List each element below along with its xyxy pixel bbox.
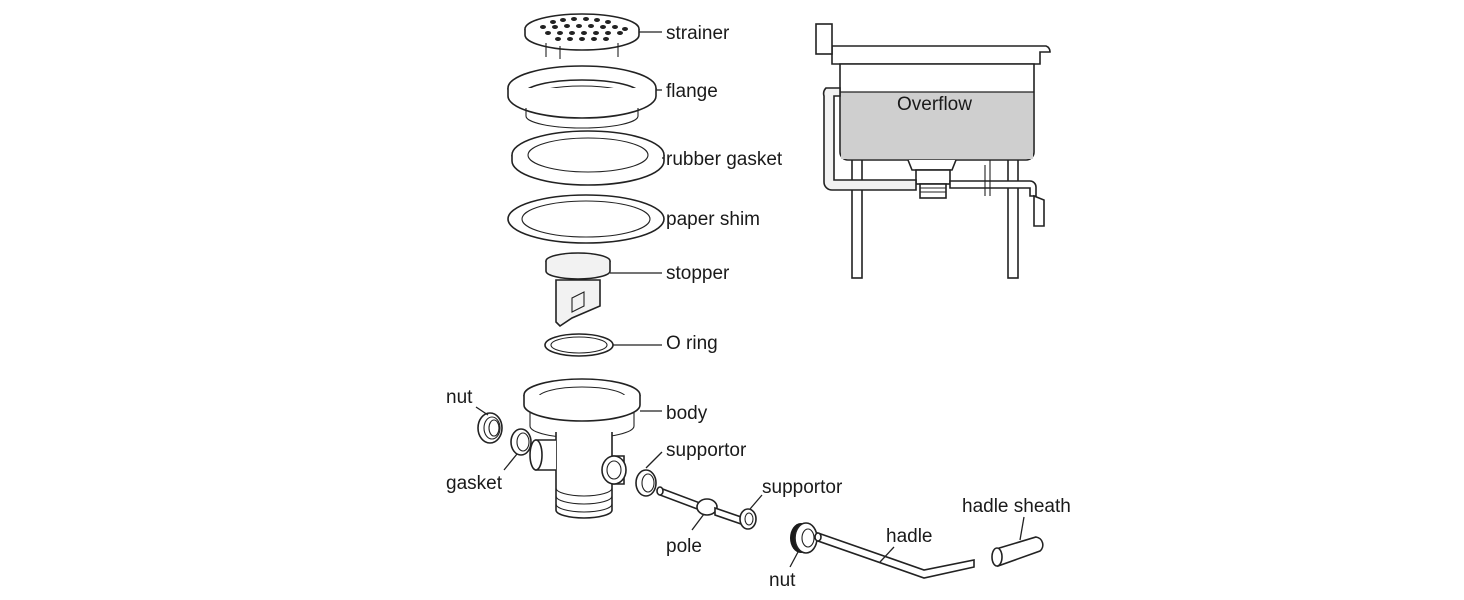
body-label: body — [666, 403, 708, 424]
rubber-gasket-label: rubber gasket — [666, 149, 783, 170]
nut-bottom-part — [789, 522, 818, 568]
paper-shim-part — [507, 194, 665, 244]
body-part — [523, 378, 662, 519]
hadle-part — [814, 531, 975, 579]
supportor-1-part — [635, 451, 663, 497]
paper-shim-label: paper shim — [666, 209, 760, 230]
gasket-label: gasket — [446, 473, 503, 494]
flange-label: flange — [666, 81, 718, 102]
strainer-part — [524, 13, 662, 59]
left-nut-part — [475, 406, 503, 444]
flange-part — [507, 65, 662, 129]
water-fill — [841, 92, 1033, 159]
stopper-label: stopper — [666, 263, 730, 284]
sink-illustration — [815, 23, 1051, 279]
o-ring-label: O ring — [666, 333, 718, 354]
rubber-gasket-part — [511, 130, 665, 186]
pole-part — [656, 486, 745, 531]
hadle-sheath-label: hadle sheath — [962, 496, 1071, 517]
hadle-sheath-part — [991, 516, 1044, 568]
stopper-part — [545, 252, 662, 328]
supportor-2-label: supportor — [762, 477, 843, 498]
pole-label: pole — [666, 536, 702, 557]
supportor-2-part — [739, 494, 763, 530]
nut-left-label: nut — [446, 387, 473, 408]
strainer-label: strainer — [666, 23, 730, 44]
o-ring-part — [544, 333, 662, 357]
hadle-label: hadle — [886, 526, 933, 547]
supportor-1-label: supportor — [666, 440, 747, 461]
overflow-label: Overflow — [897, 94, 972, 115]
nut-bottom-label: nut — [769, 570, 796, 591]
gasket-part — [503, 428, 532, 471]
